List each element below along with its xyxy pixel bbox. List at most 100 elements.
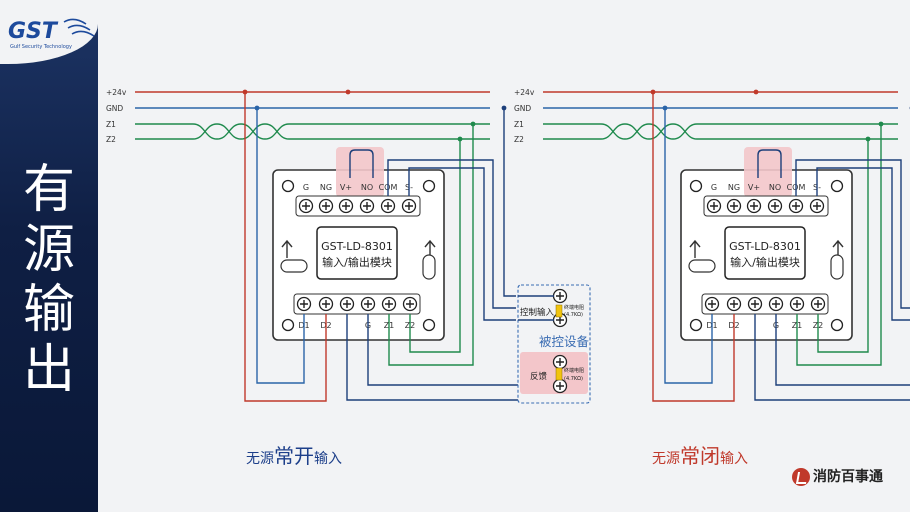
screw-slot [405,202,413,210]
mounting-hole [830,318,844,332]
caption-normally-open: 无源常开输入 [246,444,342,468]
page-title: 有源输出 [0,160,98,400]
junction-dot [650,89,656,95]
eol-resistor-value: (4.7KΩ) [564,312,583,318]
logo-tagline: Gulf Security Technology [10,44,72,50]
screw-slot [363,202,371,210]
screw-slot [556,358,564,366]
wire-24v-d2 [244,92,327,402]
screw-slot [771,202,779,210]
screw-slot [750,202,758,210]
wire-i-feedback [754,314,910,401]
eol-resistor-label: 终端电阻 [564,367,584,374]
title-char: 源 [22,220,75,280]
slot-right [422,254,436,280]
bus-z2 [543,123,898,140]
screw-slot [793,300,801,308]
screw-slot [343,300,351,308]
screw-slot [556,382,564,390]
eol-resistor [555,304,563,318]
bottom-terminal-strip [293,293,421,315]
wire-i-feedback [346,314,518,401]
screw-slot [730,300,738,308]
jumper-wire [757,149,782,178]
highlight-vplus-no [336,147,384,197]
control-input-label: 控制输入 [520,307,555,318]
wire-z2 [817,139,869,353]
junction-dot [457,136,463,142]
caption-normally-closed: 无源常闭输入 [652,444,748,468]
wire-gnd-device [503,108,516,297]
screw-slot [302,202,310,210]
screw-slot [814,300,822,308]
screw-slot [385,300,393,308]
eol-resistor-label: 终端电阻 [564,304,584,311]
top-terminal-label: NO [769,183,781,192]
bus-label: GND [514,104,531,113]
top-terminal-label: NG [320,183,332,192]
screw-slot [406,300,414,308]
module-name: 输入/输出模块 [730,255,800,269]
top-terminal-label: V+ [340,183,352,192]
wire-s [408,167,516,321]
wire-g-feedback [367,314,518,386]
bus-label: Z2 [106,135,116,144]
bus-label: Z1 [106,120,116,129]
bus-label: Z1 [514,120,524,129]
controlled-device-box [517,284,591,404]
screw-slot [730,202,738,210]
wire-g-feedback [775,314,910,386]
wire-s [816,167,910,321]
highlight-vplus-no [744,147,792,197]
feedback-label: 反馈 [530,371,548,382]
wire-24v-d2 [652,92,735,402]
top-terminal-label: NO [361,183,373,192]
eol-resistor-value: (4.7KΩ) [564,376,583,382]
screw-slot [342,202,350,210]
title-char: 有 [22,160,75,220]
top-terminal-label: G [711,183,717,192]
junction-dot [501,105,507,111]
top-terminal-label: G [303,183,309,192]
title-char: 出 [22,340,75,400]
mounting-hole [689,179,703,193]
junction-dot [345,89,351,95]
wire-com [387,159,516,309]
screw-slot [556,316,564,324]
bottom-terminal-strip [701,293,829,315]
junction-dot [470,121,476,127]
top-terminal-strip [703,195,829,217]
wire-z1 [388,124,474,366]
screw-slot [322,300,330,308]
junction-dot [242,89,248,95]
module-name: 输入/输出模块 [322,255,392,269]
wire-z1 [796,124,882,366]
top-terminal-label: V+ [748,183,760,192]
title-char: 输 [22,280,75,340]
module-label-box [316,226,398,280]
brand-icon [792,468,810,486]
wire-gnd-d1 [256,108,305,384]
brand-text: 消防百事通 [813,469,883,485]
bus-label: GND [106,104,123,113]
module-label-box [724,226,806,280]
top-terminal-strip [295,195,421,217]
junction-dot [865,136,871,142]
bus-z2 [135,123,490,140]
wire-gnd-d1 [664,108,713,384]
mounting-hole [281,318,295,332]
wire-z2 [409,139,461,353]
gst-logo: GST Gulf Security Technology [8,18,95,50]
screw-slot [300,300,308,308]
junction-dot [662,105,668,111]
bus-z1 [543,123,898,140]
bus-label: +24v [514,88,535,97]
eol-resistor [555,367,563,381]
screw-slot [322,202,330,210]
brand-logo: 消防百事通 [792,466,883,486]
mounting-hole [422,179,436,193]
sidebar: GST Gulf Security Technology 有源输出 [0,0,98,512]
mounting-hole [281,179,295,193]
wire-com [795,159,910,309]
